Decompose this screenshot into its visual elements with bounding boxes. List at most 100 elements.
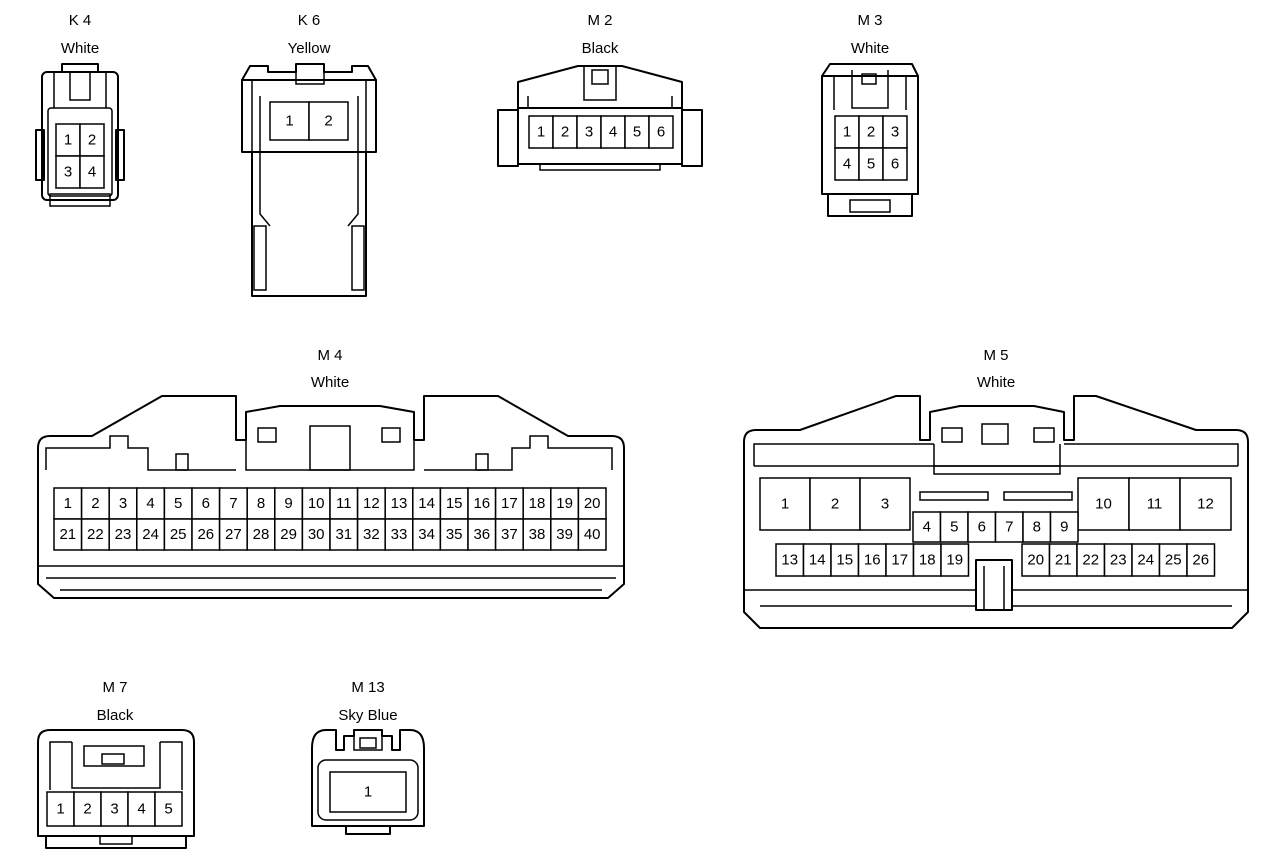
pin-label: 20 bbox=[584, 495, 601, 512]
pin-label: 27 bbox=[225, 526, 242, 543]
pin-label: 30 bbox=[308, 526, 325, 543]
pin-cell bbox=[882, 115, 908, 149]
pin-label: 23 bbox=[1110, 552, 1127, 569]
pin-label: 5 bbox=[633, 124, 641, 141]
key-slot bbox=[919, 491, 989, 501]
pin-label: 13 bbox=[781, 552, 798, 569]
pin-label: 5 bbox=[164, 801, 172, 818]
pin-label: 11 bbox=[1147, 496, 1163, 513]
pin-cell bbox=[154, 791, 183, 827]
pin-cell bbox=[834, 115, 860, 149]
pin-label: 2 bbox=[91, 495, 99, 512]
pin-label: 14 bbox=[418, 495, 435, 512]
pin-label: 21 bbox=[59, 526, 76, 543]
pin-cell bbox=[439, 518, 469, 551]
pin-cell bbox=[269, 101, 310, 141]
pin-cell bbox=[218, 487, 248, 520]
pin-label: 5 bbox=[950, 519, 958, 536]
pin-label: 13 bbox=[391, 495, 408, 512]
pin-label: 18 bbox=[919, 552, 936, 569]
pin-label: 4 bbox=[146, 495, 154, 512]
pin-label: 15 bbox=[446, 495, 463, 512]
pin-label: 2 bbox=[561, 124, 569, 141]
pin-label: 5 bbox=[174, 495, 182, 512]
pin-label: 33 bbox=[391, 526, 408, 543]
connector-m2-housing bbox=[497, 65, 703, 171]
connector-m3-id: M 3 bbox=[857, 12, 882, 29]
pin-label: 17 bbox=[891, 552, 908, 569]
pin-label: 40 bbox=[584, 526, 601, 543]
pin-cell bbox=[356, 518, 386, 551]
connector-m5-housing bbox=[743, 395, 1249, 629]
pin-cell bbox=[329, 771, 407, 813]
connector-k4: K 4 White 1 2 3 4 bbox=[35, 12, 125, 207]
pin-label: 6 bbox=[657, 124, 665, 141]
connector-m4-id: M 4 bbox=[317, 347, 342, 364]
pin-label: 12 bbox=[363, 495, 380, 512]
connector-k4-pins: 1 2 3 4 bbox=[55, 123, 105, 189]
connector-m5-id: M 5 bbox=[983, 347, 1008, 364]
pin-cell bbox=[528, 115, 554, 149]
pin-cell bbox=[467, 487, 497, 520]
pin-label: 37 bbox=[501, 526, 518, 543]
pin-label: 31 bbox=[335, 526, 352, 543]
pin-label: 23 bbox=[115, 526, 132, 543]
pin-cell bbox=[802, 543, 832, 577]
pin-label: 38 bbox=[529, 526, 546, 543]
pin-cell bbox=[550, 518, 580, 551]
pin-label: 2 bbox=[867, 124, 875, 141]
connector-m4-color: White bbox=[311, 374, 349, 391]
pin-cell bbox=[73, 791, 102, 827]
pin-cell bbox=[912, 511, 942, 543]
pin-label: 18 bbox=[529, 495, 546, 512]
pin-cell bbox=[885, 543, 915, 577]
pin-cell bbox=[301, 487, 331, 520]
pin-cell bbox=[108, 487, 138, 520]
pin-cell bbox=[1077, 477, 1130, 531]
connector-m13-color: Sky Blue bbox=[338, 707, 397, 724]
pin-label: 3 bbox=[110, 801, 118, 818]
pin-label: 34 bbox=[418, 526, 435, 543]
connector-k4-id: K 4 bbox=[69, 12, 92, 29]
pin-label: 7 bbox=[229, 495, 237, 512]
pin-label: 3 bbox=[585, 124, 593, 141]
connector-m2: M 2 Black 1 2 3 4 5 6 bbox=[497, 12, 703, 171]
pin-cell bbox=[494, 518, 524, 551]
pin-label: 6 bbox=[891, 156, 899, 173]
pin-label: 2 bbox=[324, 113, 332, 130]
pin-label: 32 bbox=[363, 526, 380, 543]
connector-m7-housing bbox=[37, 729, 195, 849]
pin-label: 2 bbox=[88, 132, 96, 149]
pin-cell bbox=[1128, 477, 1181, 531]
pin-label: 25 bbox=[1165, 552, 1182, 569]
pin-label: 26 bbox=[197, 526, 214, 543]
pin-cell bbox=[301, 518, 331, 551]
pin-label: 4 bbox=[609, 124, 617, 141]
pin-cell bbox=[759, 477, 811, 531]
pin-label: 11 bbox=[336, 495, 352, 512]
pin-label: 39 bbox=[556, 526, 573, 543]
pin-cell bbox=[308, 101, 349, 141]
connector-k4-color: White bbox=[61, 40, 99, 57]
connector-m13: M 13 Sky Blue 1 bbox=[311, 679, 425, 835]
pin-cell bbox=[218, 518, 248, 551]
pin-label: 10 bbox=[1095, 496, 1112, 513]
pin-label: 1 bbox=[781, 496, 789, 513]
pin-cell bbox=[79, 155, 105, 189]
pin-label: 2 bbox=[83, 801, 91, 818]
pin-label: 24 bbox=[1137, 552, 1154, 569]
pin-cell bbox=[384, 518, 414, 551]
pin-cell bbox=[1049, 511, 1079, 543]
pin-label: 26 bbox=[1192, 552, 1209, 569]
pin-cell bbox=[882, 147, 908, 181]
connector-m13-housing bbox=[311, 729, 425, 835]
pin-label: 1 bbox=[364, 784, 372, 801]
connector-m4-housing bbox=[37, 395, 625, 599]
pin-label: 19 bbox=[946, 552, 963, 569]
pin-cell bbox=[577, 518, 607, 551]
connector-m7-id: M 7 bbox=[102, 679, 127, 696]
pin-label: 1 bbox=[64, 132, 72, 149]
